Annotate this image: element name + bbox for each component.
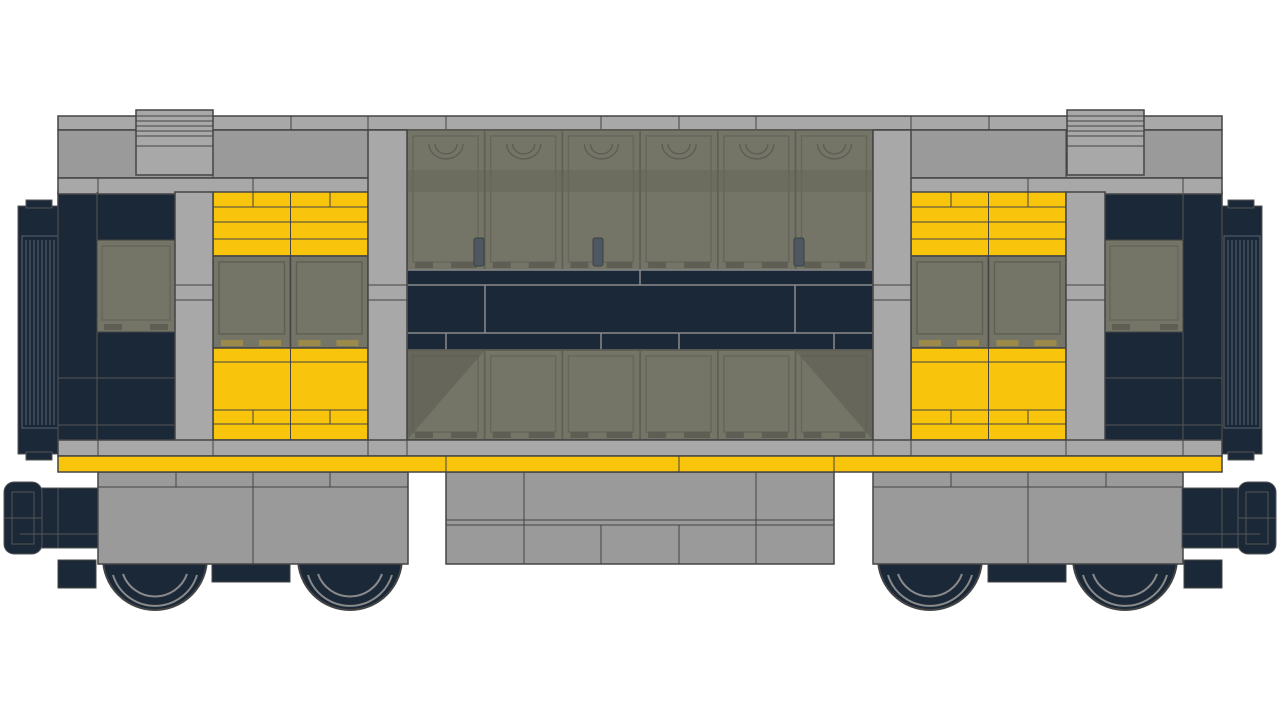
end-cap-left (17, 199, 61, 461)
coupler-icon (1181, 481, 1277, 555)
yellow-stripe (57, 455, 1223, 473)
vent-grille-icon (1223, 235, 1261, 429)
center-window-section (406, 129, 874, 441)
vent-grille-icon (135, 109, 214, 176)
end-cap-right (1219, 199, 1263, 461)
end-window-left (58, 192, 176, 440)
coupler-icon (3, 481, 99, 555)
bogie-right (872, 471, 1184, 565)
yellow-panel-left (212, 191, 369, 441)
vent-grille-icon (1066, 109, 1145, 176)
end-window-right (1104, 192, 1222, 440)
center-tank (445, 471, 835, 565)
bogie-left (97, 471, 409, 565)
chassis (57, 439, 1223, 473)
yellow-panel-right (910, 191, 1067, 441)
bogies (97, 471, 1184, 565)
